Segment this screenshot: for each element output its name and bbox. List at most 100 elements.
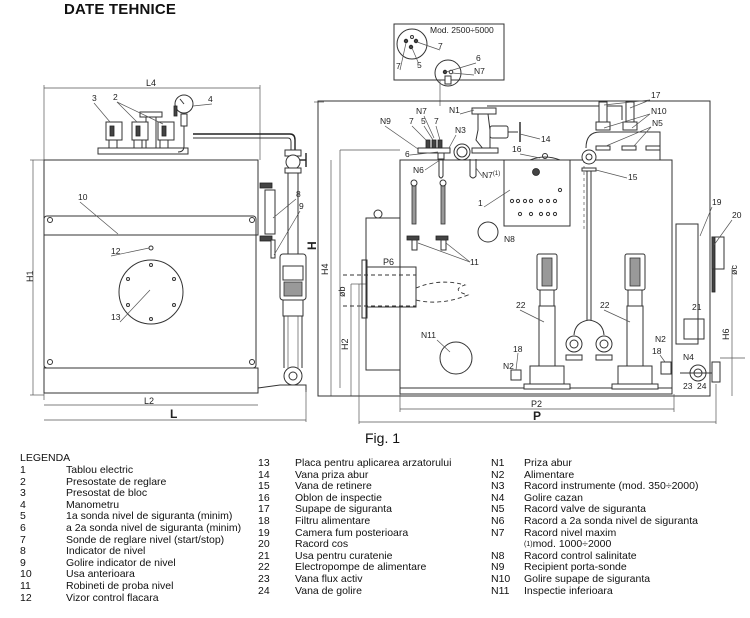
legend-item-text: Racord valve de siguranta: [524, 503, 646, 516]
legend-item-text: Golire indicator de nivel: [66, 556, 176, 569]
legend-item-number: 18: [258, 514, 270, 527]
callout-n8: N8: [504, 234, 515, 244]
manifold-pipe: [97, 147, 189, 155]
callout-24: 24: [697, 381, 707, 391]
page-title: DATE TEHNICE: [64, 1, 177, 18]
callout-22a: 22: [516, 300, 526, 310]
callout-22b: 22: [600, 300, 610, 310]
legend-item-number: 4: [20, 498, 26, 511]
callout-9: 9: [299, 201, 304, 211]
callout-n7-1: N7(1): [482, 170, 500, 180]
legend-item-text: Supape de siguranta: [295, 503, 392, 516]
boiler-body-top: [43, 159, 259, 236]
callout-13: 13: [111, 312, 121, 322]
legend-item-text: Recipient porta-sonde: [524, 561, 627, 574]
callout-1: 1: [478, 198, 483, 208]
feed-filter: [660, 361, 672, 375]
feed-pump-left: [523, 253, 571, 390]
legend-item-text: Tablou electric: [66, 464, 134, 476]
legend-item: 21 Usa pentru curatenie: [258, 549, 451, 563]
dim-label-h: H: [305, 241, 319, 250]
legend-item-number: 21: [258, 549, 270, 562]
boiler-technical-drawing: L4 3 2 4: [25, 23, 745, 424]
legend-item-number: 11: [20, 579, 31, 592]
flame-peephole: [148, 245, 154, 251]
callout-3: 3: [92, 93, 97, 103]
check-valve-right: [595, 335, 613, 353]
callout-7b: 7: [434, 116, 439, 126]
top-check-valve: [581, 149, 597, 165]
dim-label-h4: H4: [320, 263, 330, 275]
legend-note-text: mod. 1000÷2000: [532, 538, 612, 551]
legend-item-number: 17: [258, 503, 270, 516]
legend-item-number: 1: [20, 464, 26, 476]
legend-item-number: 23: [258, 572, 270, 585]
drain-valve: [711, 361, 721, 383]
legend-item-number: N3: [491, 480, 505, 493]
callout-n2b: N2: [655, 334, 666, 344]
callout-15: 15: [628, 172, 638, 182]
steam-pipe: [193, 133, 296, 150]
legend-item-text: Vana de golire: [295, 584, 362, 597]
legend-item: 1 Tablou electric: [20, 464, 241, 477]
legend-item-text: Vana priza abur: [295, 468, 369, 481]
callout-4: 4: [208, 94, 213, 104]
front-pump-base: [283, 366, 303, 386]
legend-item-text: Usa pentru curatenie: [295, 549, 393, 562]
legend-item-number: 16: [258, 491, 270, 504]
legend-item-text: Robineti de proba nivel: [66, 579, 174, 592]
legend-item-text: a 2a sonda nivel de siguranta (minim): [66, 521, 242, 534]
callout-20: 20: [732, 210, 742, 220]
legend-item-text: Usa anterioara: [66, 568, 135, 581]
side-outline: [317, 100, 711, 397]
inset-callout-5: 5: [417, 60, 422, 70]
figure-caption: Fig. 1: [365, 430, 401, 446]
legend-item-number: 10: [20, 568, 32, 581]
legend-item-number: N9: [491, 561, 505, 574]
inset-callout-7a: 7: [438, 41, 443, 51]
legend-item-number: 6: [20, 521, 26, 534]
legend-item: 6 a 2a sonda nivel de siguranta (minim): [20, 521, 242, 535]
legend-item-text: Racord nivel maxim: [524, 526, 617, 539]
legend-item-text: Racord a 2a sonda nivel de siguranta: [524, 514, 698, 527]
legend-item-number: 8: [20, 545, 26, 558]
callout-n5: N5: [652, 118, 663, 128]
legend-item-text: Racord control salinitate: [524, 549, 637, 562]
callout-2: 2: [113, 92, 118, 102]
dim-label-phi-b: øb: [337, 286, 347, 297]
legend-item-text: Filtru alimentare: [295, 514, 371, 527]
legend-item-number: 14: [258, 468, 270, 481]
legend-item: 10 Usa anterioara: [20, 569, 241, 581]
inset-callout-6: 6: [476, 53, 481, 63]
legend-title: LEGENDA: [20, 452, 71, 464]
dim-label-p6: P6: [383, 257, 394, 267]
level-indicator: [264, 189, 276, 235]
callout-10: 10: [78, 192, 88, 202]
callout-12: 12: [111, 246, 121, 256]
legend-item-text: Vana de retinere: [295, 480, 372, 493]
legend-item: 14 Vana priza abur: [258, 468, 451, 482]
legend-item-text: Placa pentru aplicarea arzatorului: [295, 457, 452, 469]
inspection-hatch: [529, 156, 561, 161]
callout-n3: N3: [455, 125, 466, 135]
control-panel-switches: [509, 187, 563, 217]
legend-item-number: 22: [258, 561, 270, 574]
legend-item-text: Racord instrumente (mod. 350÷2000): [524, 480, 699, 493]
